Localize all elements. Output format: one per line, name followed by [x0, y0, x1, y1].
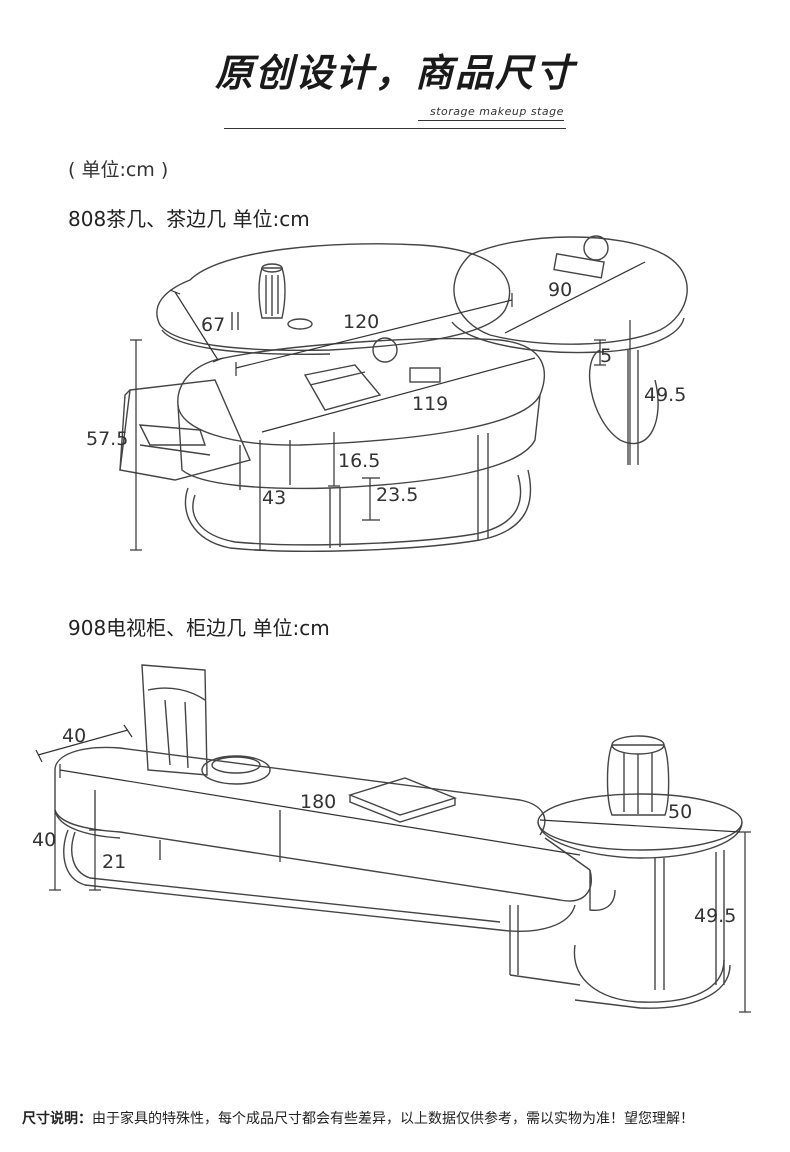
dim-label: 16.5	[338, 450, 380, 472]
dim-label: 57.5	[86, 428, 128, 450]
page-title: 原创设计，商品尺寸	[214, 51, 575, 95]
dim-label: 120	[343, 311, 379, 333]
dim-label: 50	[668, 801, 692, 823]
dim-label: 21	[102, 851, 126, 873]
dim-label: 49.5	[644, 384, 686, 406]
dim-label: 49.5	[694, 905, 736, 927]
tv-cabinet-frame	[63, 829, 581, 986]
dim-label: 180	[300, 791, 336, 813]
coffee-table-upper-top	[156, 243, 511, 355]
footer-label: 尺寸说明：	[22, 1111, 92, 1127]
bowl-icon	[201, 755, 271, 785]
dim-label: 40	[32, 829, 56, 851]
tv-cabinet-body	[54, 746, 592, 902]
side-table-coffee	[451, 235, 688, 465]
vase-icon	[231, 263, 313, 330]
footer-text: 由于家具的特殊性，每个成品尺寸都会有些差异，以上数据仅供参考，需以实物为准！望您…	[92, 1111, 694, 1127]
dim-label: 43	[262, 487, 286, 509]
title-divider	[224, 128, 566, 129]
unit-note: ( 单位:cm )	[68, 159, 169, 181]
coffee-table-drawer	[119, 379, 251, 481]
subtitle-underline	[418, 120, 564, 121]
coffee-table-lower-body	[177, 337, 545, 490]
dim-label: 23.5	[376, 484, 418, 506]
section-heading-tv-cabinet: 908电视柜、柜边几 单位:cm	[68, 616, 330, 640]
section-heading-coffee-table: 808茶几、茶边几 单位:cm	[68, 207, 310, 231]
coffee-table-frame	[184, 433, 532, 552]
page-subtitle: storage makeup stage	[430, 105, 564, 118]
footer-note: 尺寸说明：由于家具的特殊性，每个成品尺寸都会有些差异，以上数据仅供参考，需以实物…	[22, 1108, 694, 1128]
dim-label: 119	[412, 393, 448, 415]
dim-label: 5	[600, 345, 612, 367]
side-table-tv	[537, 735, 743, 1009]
book-icon	[347, 777, 458, 823]
coffee-dimension-lines	[130, 261, 646, 551]
tv-dimension-lines	[35, 724, 751, 1013]
mirror-sculpture-icon	[141, 664, 208, 776]
dim-label: 67	[201, 314, 225, 336]
dim-label: 90	[548, 279, 572, 301]
dim-label: 40	[62, 725, 86, 747]
